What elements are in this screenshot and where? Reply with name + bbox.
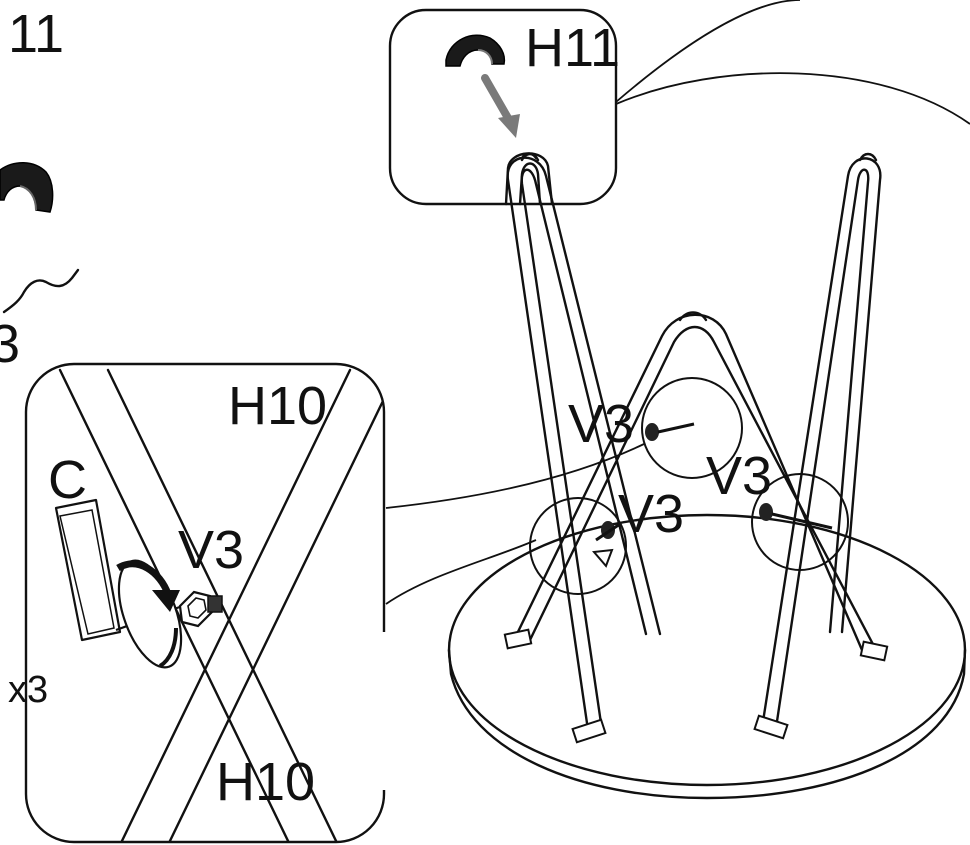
bolt-label-v3: V3 — [568, 394, 634, 454]
bolt-label-v3: V3 — [706, 446, 772, 506]
insert-arrow-icon — [481, 74, 520, 138]
hairpin-legs — [503, 152, 889, 744]
rotate-arrow-icon — [116, 560, 180, 668]
bolt-icon — [178, 590, 223, 628]
bolt-label-v3: V3 — [618, 484, 684, 544]
bolt-detail-box — [24, 362, 386, 844]
leg-label-h10: H10 — [216, 752, 315, 812]
part-label-h11: H11 — [525, 18, 620, 78]
tool-label-c: C — [48, 450, 87, 510]
step-number: 11 — [8, 4, 64, 64]
bolt-label-v3-detail: V3 — [178, 520, 244, 580]
bolt-icon — [592, 521, 621, 568]
callout-line — [615, 72, 970, 125]
quantity-brace — [2, 268, 80, 314]
bolt-icon — [645, 422, 695, 441]
callout-line — [385, 539, 537, 605]
bolt-icon — [759, 503, 833, 530]
quantity-label: 3 — [0, 314, 20, 374]
callout-line — [615, 0, 801, 103]
leg-label-h10: H10 — [228, 376, 327, 436]
repeat-count-label: x3 — [8, 669, 48, 711]
bolt-position-markers — [529, 377, 849, 595]
callout-line — [385, 443, 645, 509]
table-top — [447, 513, 967, 800]
end-cap-part-icon — [0, 162, 54, 213]
